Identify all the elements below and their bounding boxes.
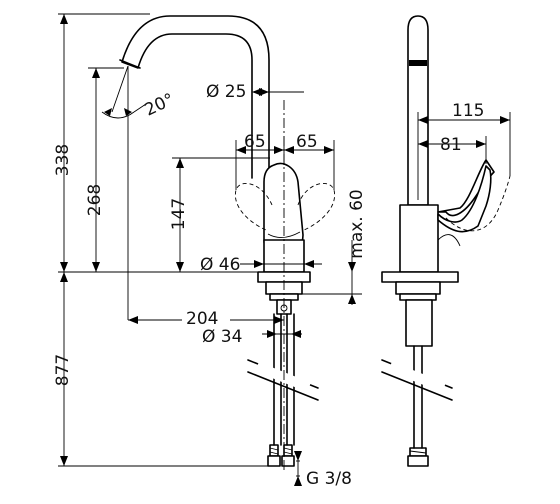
dim-spout-angle: 20° xyxy=(142,90,178,121)
front-dimensions: 338 268 20° Ø 25 65 65 xyxy=(53,13,367,489)
side-lever-arm xyxy=(437,165,492,233)
hose-connector-right xyxy=(281,444,295,467)
dim-hose-length: 877 xyxy=(53,354,73,386)
dim-lever-left: 65 xyxy=(244,132,266,152)
dim-spout-diameter: Ø 25 xyxy=(206,82,246,102)
dim-side-depth-inner: 81 xyxy=(440,135,462,155)
dim-height-total: 338 xyxy=(53,144,73,176)
dim-body-diameter: Ø 46 xyxy=(200,255,240,275)
aerator xyxy=(119,59,141,69)
supply-hoses xyxy=(247,313,319,467)
dim-hole-diameter: Ø 34 xyxy=(202,327,242,347)
dim-spout-reach: 204 xyxy=(186,309,218,329)
hose-connector-left xyxy=(267,444,281,467)
dim-lever-height: 147 xyxy=(169,198,189,230)
side-view: 115 81 xyxy=(381,15,511,467)
side-aerator xyxy=(409,60,427,66)
dim-lever-right: 65 xyxy=(296,132,318,152)
dim-max-clearance: max. 60 xyxy=(347,189,367,258)
lever-swing-right xyxy=(297,182,336,231)
lever-swing-left xyxy=(234,182,273,231)
dim-connector-thread: G 3/8 xyxy=(306,469,352,489)
side-body xyxy=(399,204,439,273)
side-lever-tilt xyxy=(445,175,511,232)
spout xyxy=(121,15,270,179)
dim-side-depth-outer: 115 xyxy=(452,101,484,121)
dim-outlet-height: 268 xyxy=(85,184,105,216)
